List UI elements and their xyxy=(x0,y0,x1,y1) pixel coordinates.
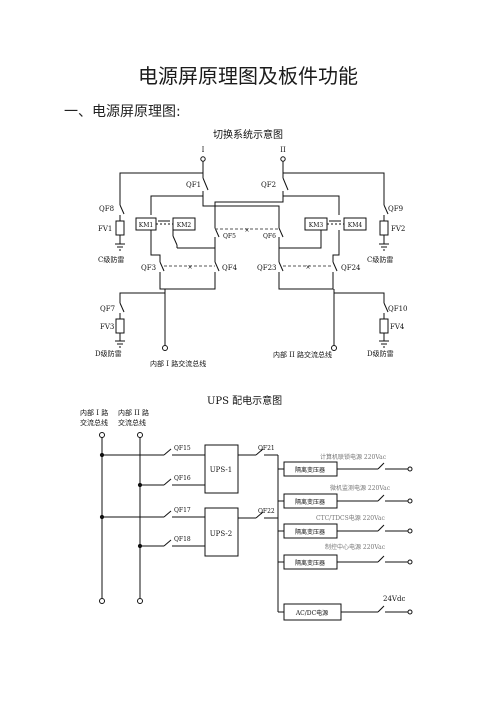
page-title: 电源屏原理图及板件功能 xyxy=(138,64,358,88)
qf1-label: QF1 xyxy=(186,181,201,189)
qf16-switch xyxy=(163,478,172,486)
ups-bus-1-label-line2: 交流总线 xyxy=(80,418,108,427)
qf18-switch xyxy=(163,539,172,547)
transformer-2-label: 隔离变压器 xyxy=(295,498,325,506)
svg-text:×: × xyxy=(305,264,310,271)
qf1-switch xyxy=(202,177,209,191)
qf7-switch xyxy=(119,302,125,313)
qf10-label: QF10 xyxy=(388,305,408,313)
qf8-switch xyxy=(119,204,125,215)
km3-label: KM3 xyxy=(309,222,324,229)
fv3-label: FV3 xyxy=(100,323,114,331)
ups-2-label: UPS-2 xyxy=(210,530,232,538)
km4-label: KM4 xyxy=(348,222,363,229)
qf2-switch xyxy=(282,177,289,191)
qf23-label: QF23 xyxy=(257,264,277,272)
ups-bus-2-label-line2: 交流总线 xyxy=(118,418,146,427)
qf2-label: QF2 xyxy=(261,181,276,189)
input-1-terminal xyxy=(200,156,206,162)
input-2-terminal xyxy=(280,156,286,162)
qf16-label: QF16 xyxy=(174,475,191,482)
c-arrester-left-label: C级防雷 xyxy=(98,255,124,264)
qf24-label: QF24 xyxy=(341,264,361,272)
qf9-switch xyxy=(383,204,389,215)
load-2-label: 微机监测电源 220Vac xyxy=(330,484,391,492)
input-1-label: I xyxy=(202,146,205,154)
load-1-label: 计算机联锁电源 220Vac xyxy=(320,453,387,461)
transformer-4-label: 隔离变压器 xyxy=(295,559,325,567)
qf18-label: QF18 xyxy=(174,536,191,543)
bus-1-label: 内部 I 路交流总线 xyxy=(150,359,206,368)
load-4-label: 制控中心电源 220Vac xyxy=(325,543,386,551)
fv1-arrester xyxy=(115,220,125,236)
qf24-switch xyxy=(332,261,338,272)
bus-1-terminal xyxy=(162,345,168,351)
section-heading: 一、电源屏原理图: xyxy=(64,104,181,120)
svg-text:×: × xyxy=(244,227,249,234)
load-3-label: CTC/TDCS电源 220Vac xyxy=(316,514,385,522)
svg-text:×: × xyxy=(187,264,192,271)
qf3-label: QF3 xyxy=(141,264,156,272)
qf22-switch xyxy=(255,511,264,519)
bus-2-label: 内部 II 路交流总线 xyxy=(273,350,332,359)
qf8-label: QF8 xyxy=(99,205,114,213)
qf21-label: QF21 xyxy=(258,445,275,452)
ups-bus-1-label-line1: 内部 I 路 xyxy=(80,408,108,417)
ups-bus-2-label-line1: 内部 II 路 xyxy=(118,408,149,417)
qf15-label: QF15 xyxy=(174,445,191,452)
bus-2-terminal xyxy=(331,345,337,351)
qf4-switch xyxy=(214,261,220,272)
transformer-3-label: 隔离变压器 xyxy=(295,528,325,536)
ups-1-label: UPS-1 xyxy=(210,466,232,474)
ups-diagram-heading: UPS 配电示意图 xyxy=(207,394,282,407)
qf6-label: QF6 xyxy=(263,233,276,240)
fv1-label: FV1 xyxy=(98,225,112,233)
qf17-switch xyxy=(163,510,172,518)
qf17-label: QF17 xyxy=(174,507,191,514)
qf21-switch xyxy=(255,448,264,456)
ups-1-box xyxy=(204,444,239,494)
km2-label: KM2 xyxy=(177,222,192,229)
dc-output-label: 24Vdc xyxy=(383,595,405,603)
qf15-switch xyxy=(163,448,172,456)
input-2-label: II xyxy=(280,146,286,154)
switch-diagram-heading: 切换系统示意图 xyxy=(213,128,283,141)
qf4-label: QF4 xyxy=(222,264,238,272)
d-arrester-left-label: D级防雷 xyxy=(95,349,122,358)
qf22-label: QF22 xyxy=(258,508,275,515)
qf5-label: QF5 xyxy=(223,233,236,240)
km1-label: KM1 xyxy=(139,222,153,229)
fv2-label: FV2 xyxy=(391,225,405,233)
ups-2-box xyxy=(204,507,239,557)
fv4-arrester xyxy=(379,318,389,334)
acdc-label: AC/DC电源 xyxy=(295,609,328,617)
qf3-switch xyxy=(159,261,165,272)
fv3-arrester xyxy=(115,318,125,334)
qf9-label: QF9 xyxy=(388,205,403,213)
transformer-1-label: 隔离变压器 xyxy=(295,466,325,474)
qf6-switch xyxy=(278,227,284,238)
fv2-arrester xyxy=(379,220,389,236)
d-arrester-right-label: D级防雷 xyxy=(367,349,394,358)
qf23-switch xyxy=(278,261,284,272)
c-arrester-right-label: C级防雷 xyxy=(367,255,393,264)
fv4-label: FV4 xyxy=(390,323,405,331)
qf10-switch xyxy=(383,302,389,313)
qf7-label: QF7 xyxy=(100,305,115,313)
